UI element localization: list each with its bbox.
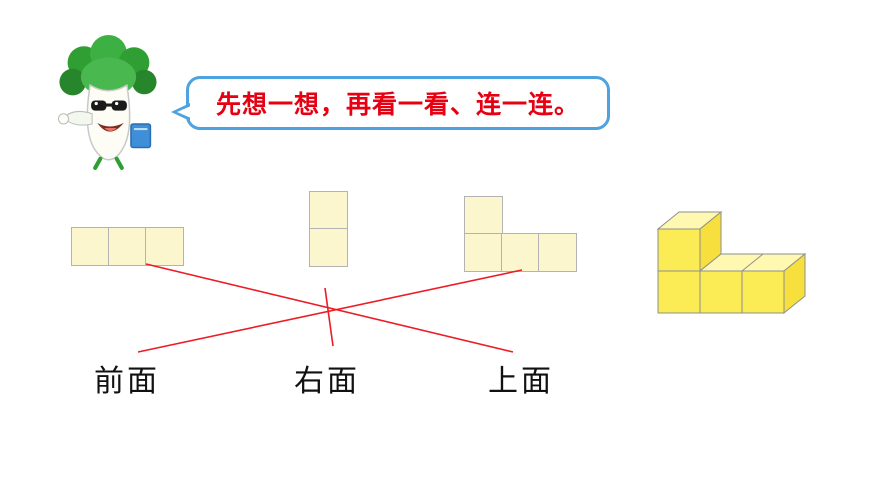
view-shape-l-tetromino	[464, 196, 577, 272]
speech-bubble: 先想一想，再看一看、连一连。	[171, 76, 610, 130]
view-shape-column-of-two	[309, 191, 348, 267]
grid-square	[71, 227, 110, 266]
speech-bubble-text: 先想一想，再看一看、连一连。	[215, 90, 580, 119]
cube-solid-figure	[656, 210, 807, 315]
grid-square	[538, 233, 577, 272]
label-front-view: 前面	[94, 364, 160, 399]
grid-square	[108, 227, 147, 266]
grid-square	[464, 196, 503, 235]
grid-square	[309, 191, 348, 230]
grid-square	[464, 233, 503, 272]
view-shape-row-of-three	[71, 227, 184, 266]
grid-square	[145, 227, 184, 266]
cabbage-mascot	[57, 35, 157, 170]
label-right-view: 右面	[294, 364, 360, 399]
grid-square	[501, 233, 540, 272]
label-top-view: 上面	[488, 364, 554, 399]
grid-square	[309, 228, 348, 267]
